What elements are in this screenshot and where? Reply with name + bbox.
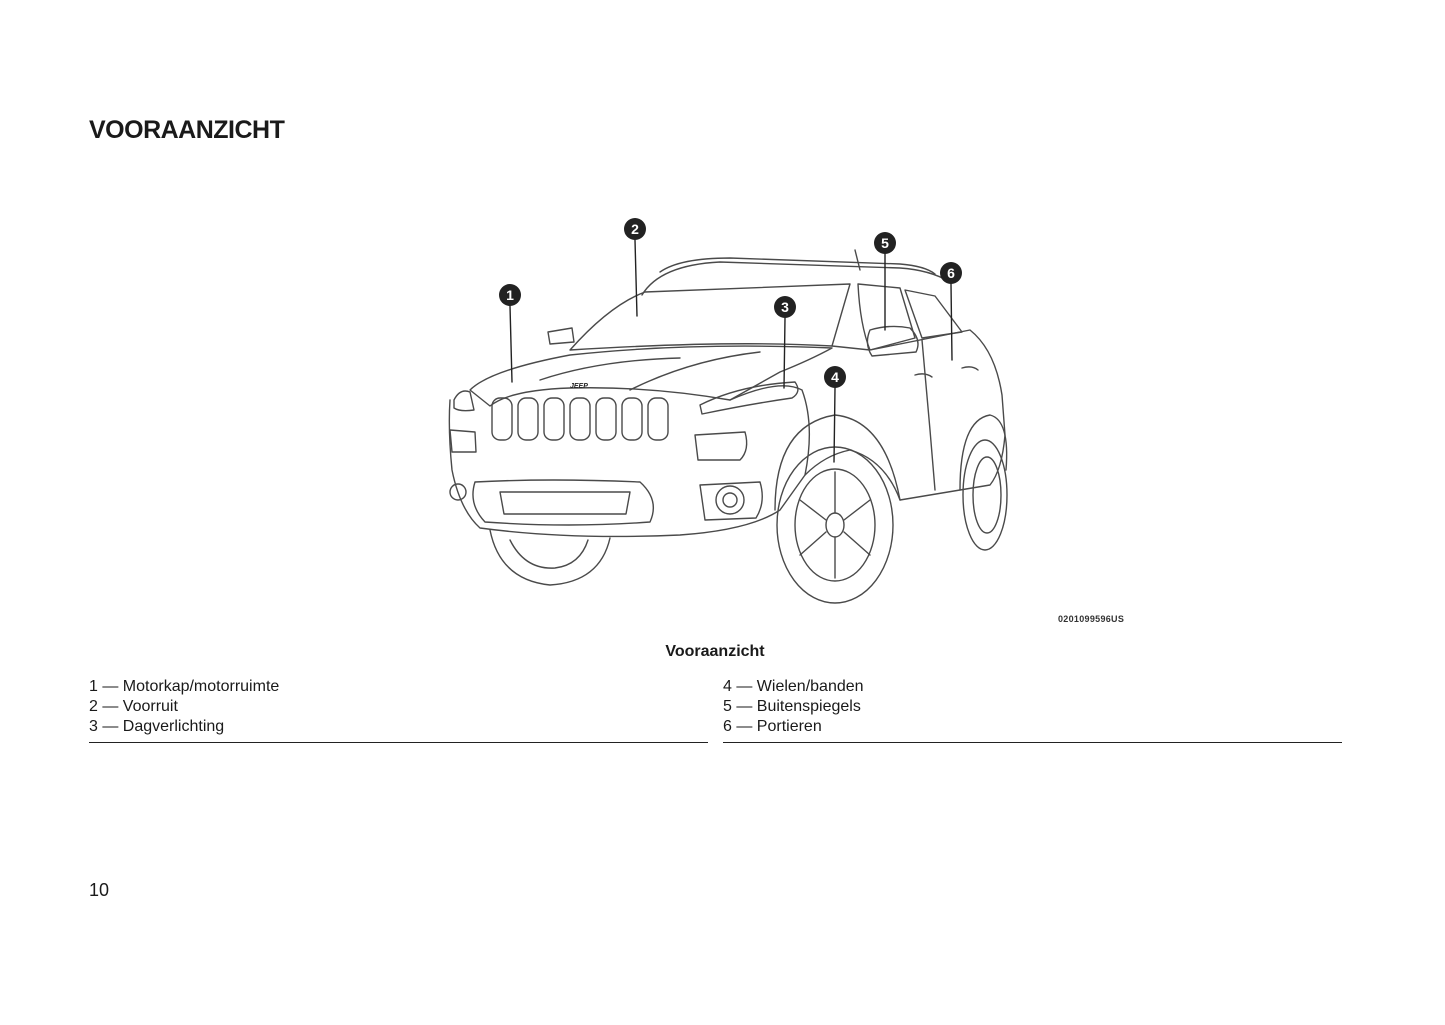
- body-side: [804, 329, 1006, 501]
- grille: [491, 397, 669, 441]
- roof-rail: [659, 257, 936, 275]
- hood-crease-2: [629, 351, 761, 391]
- legend-right-column: 4 — Wielen/banden 5 — Buitenspiegels 6 —…: [723, 677, 1342, 737]
- front-fascia: [448, 385, 811, 538]
- windshield: [569, 283, 851, 351]
- door-line: [921, 339, 936, 491]
- front-wheel-left: [489, 529, 611, 586]
- front-wheel-left-rim: [509, 539, 589, 569]
- rear-wheel-arch: [959, 414, 1008, 491]
- image-code: 0201099596US: [1058, 614, 1125, 624]
- legend-left-column: 1 — Motorkap/motorruimte 2 — Voorruit 3 …: [89, 677, 708, 737]
- antenna: [854, 249, 861, 271]
- roof-line: [641, 261, 951, 296]
- callout-2-label: 2: [631, 221, 639, 237]
- daytime-running-light: [699, 381, 799, 415]
- front-wheel-right-hub: [825, 512, 845, 538]
- callout-6: 6: [940, 262, 962, 284]
- callout-3: 3: [774, 296, 796, 318]
- figure-caption: Vooraanzicht: [665, 643, 765, 660]
- mirror: [866, 325, 919, 357]
- legend-left-divider: [89, 742, 708, 743]
- lower-bumper-inner: [499, 491, 631, 515]
- fog-light-left: [449, 483, 467, 501]
- callout-4-label: 4: [831, 369, 839, 385]
- legend-item: 3 — Dagverlichting: [89, 718, 225, 735]
- callout-1: 1: [499, 284, 521, 306]
- door-handle-2: [961, 366, 979, 371]
- left-drl: [453, 390, 475, 412]
- callout-1-label: 1: [506, 287, 514, 303]
- legend-item: 2 — Voorruit: [89, 698, 178, 715]
- left-mirror: [547, 327, 575, 345]
- vehicle-front-view-illustration: JEEP: [430, 210, 1030, 610]
- lower-lamp-right: [694, 431, 748, 461]
- page-title: VOORAANZICHT: [89, 116, 285, 144]
- rear-wheel: [962, 439, 1008, 551]
- front-wheel-right-spokes: [799, 471, 871, 579]
- front-wheel-right-rim: [794, 468, 876, 582]
- callout-4: 4: [824, 366, 846, 388]
- legend-right-divider: [723, 742, 1342, 743]
- lower-bumper: [472, 479, 654, 526]
- legend-item: 4 — Wielen/banden: [723, 678, 864, 695]
- jeep-badge: JEEP: [570, 383, 588, 390]
- lower-lamp-left: [449, 429, 477, 453]
- hood: [469, 345, 833, 407]
- legend-item: 5 — Buitenspiegels: [723, 698, 861, 715]
- callout-5-label: 5: [881, 235, 889, 251]
- door-handle-1: [914, 373, 933, 378]
- callout-5: 5: [874, 232, 896, 254]
- callout-leaders: [509, 239, 953, 463]
- callout-3-label: 3: [781, 299, 789, 315]
- front-wheel-arch: [774, 414, 901, 511]
- page-number: 10: [89, 880, 110, 900]
- rear-wheel-rim: [972, 456, 1002, 534]
- legend-item: 6 — Portieren: [723, 718, 822, 735]
- front-side-window: [857, 283, 916, 351]
- fog-light-right-inner: [722, 492, 738, 508]
- callout-6-label: 6: [947, 265, 955, 281]
- legend-item: 1 — Motorkap/motorruimte: [89, 678, 280, 695]
- hood-crease: [539, 357, 681, 381]
- fog-light-right: [715, 485, 745, 515]
- callout-2: 2: [624, 218, 646, 240]
- fog-housing-right: [699, 481, 763, 521]
- front-wheel-right: [776, 446, 894, 604]
